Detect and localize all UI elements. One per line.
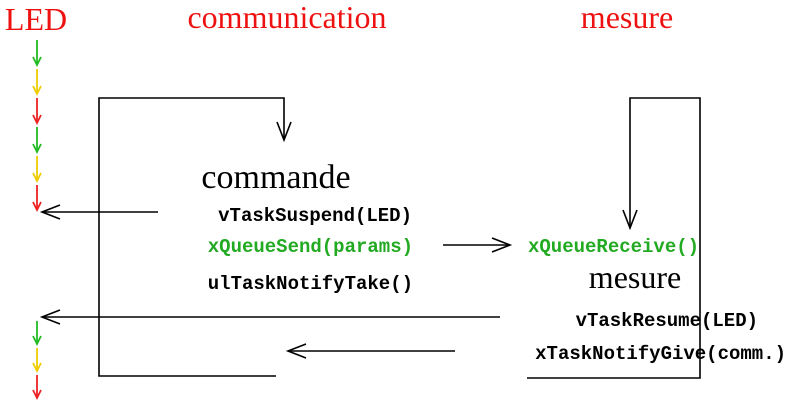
led-arrow-head — [32, 201, 42, 213]
led-arrow-head — [32, 143, 42, 155]
column-title-mesure: mesure — [581, 0, 673, 35]
led-arrow-head — [32, 56, 42, 68]
column-title-led: LED — [5, 1, 67, 37]
column-title-communication: communication — [187, 0, 386, 35]
call-xtasknotifygive: xTaskNotifyGive(comm.) — [535, 343, 786, 365]
led-arrow-head — [32, 362, 42, 374]
mesure-loop-arrowhead — [622, 209, 638, 231]
arrow-resume-to-led-head — [39, 309, 61, 325]
call-xqueuesend: xQueueSend(params) — [208, 236, 413, 258]
led-arrow-head — [32, 389, 42, 401]
arrow-suspend-to-led-head — [39, 204, 61, 220]
call-vtaskresume: vTaskResume(LED) — [576, 310, 758, 332]
call-xqueuereceive: xQueueReceive() — [528, 236, 699, 258]
call-vtasksuspend: vTaskSuspend(LED) — [218, 205, 412, 227]
communication-task-loop — [98, 97, 285, 377]
communication-task-label: commande — [201, 159, 350, 196]
led-arrow-head — [32, 85, 42, 97]
led-arrow-head — [32, 172, 42, 184]
led-arrow-head — [32, 114, 42, 126]
communication-loop-arrowhead — [276, 121, 292, 143]
call-ultasknotifytake: ulTaskNotifyTake() — [208, 273, 413, 295]
arrow-notify-give-to-comm-head — [285, 343, 307, 359]
led-arrow-head — [32, 335, 42, 347]
mesure-task-loop — [527, 97, 701, 379]
mesure-task-label: mesure — [589, 259, 681, 295]
led-state-arrows-top — [32, 40, 42, 213]
led-state-arrows-bottom — [32, 321, 42, 401]
arrow-queue-send-to-receive-head — [491, 237, 513, 253]
